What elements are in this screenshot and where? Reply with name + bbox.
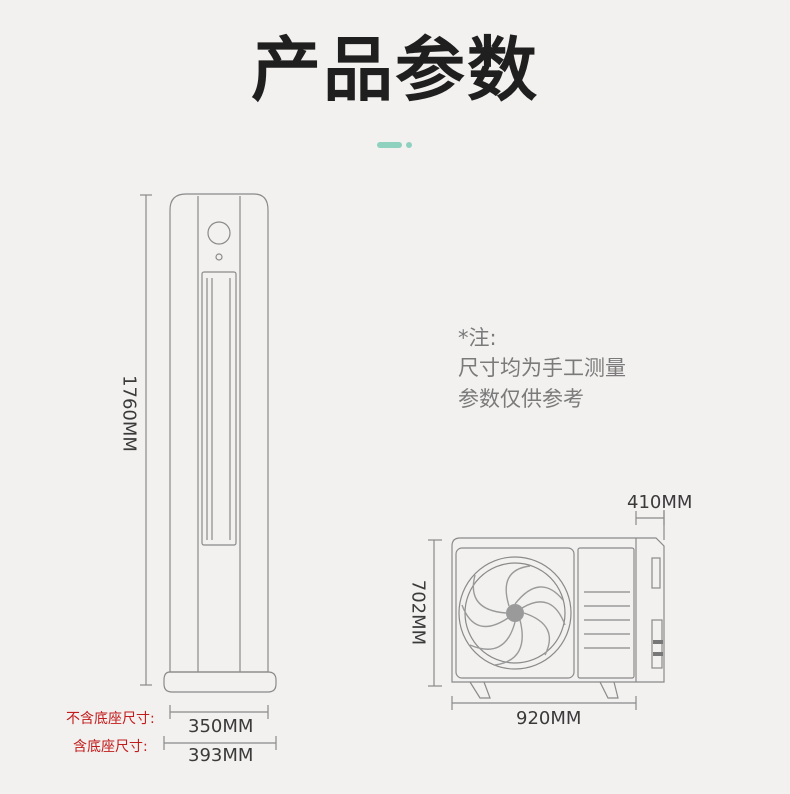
title-accent-bar [377, 142, 402, 148]
indoor-unit [163, 193, 277, 693]
indoor-width-dimension-lines [163, 705, 277, 750]
outdoor-depth-value: 410MM [627, 492, 693, 513]
outdoor-dimension-lines [428, 510, 665, 710]
indoor-height-label: 1760MM [118, 375, 140, 452]
outdoor-unit [451, 537, 665, 699]
outdoor-height-value: 702MM [407, 579, 429, 646]
note-line-reference: 参数仅供参考 [458, 387, 584, 411]
width-no-base-value: 350MM [188, 716, 254, 737]
width-no-base-label: 不含底座尺寸: [66, 711, 155, 727]
note-line-measure: 尺寸均为手工测量 [458, 356, 626, 380]
title-accent-dot [406, 142, 412, 148]
indoor-height-dimension-line [140, 194, 152, 686]
outdoor-width-value: 920MM [516, 708, 582, 729]
page-title: 产品参数 [251, 29, 539, 111]
width-with-base-value: 393MM [188, 745, 254, 766]
width-with-base-label: 含底座尺寸: [73, 739, 148, 755]
note-heading: *注: [458, 326, 497, 350]
